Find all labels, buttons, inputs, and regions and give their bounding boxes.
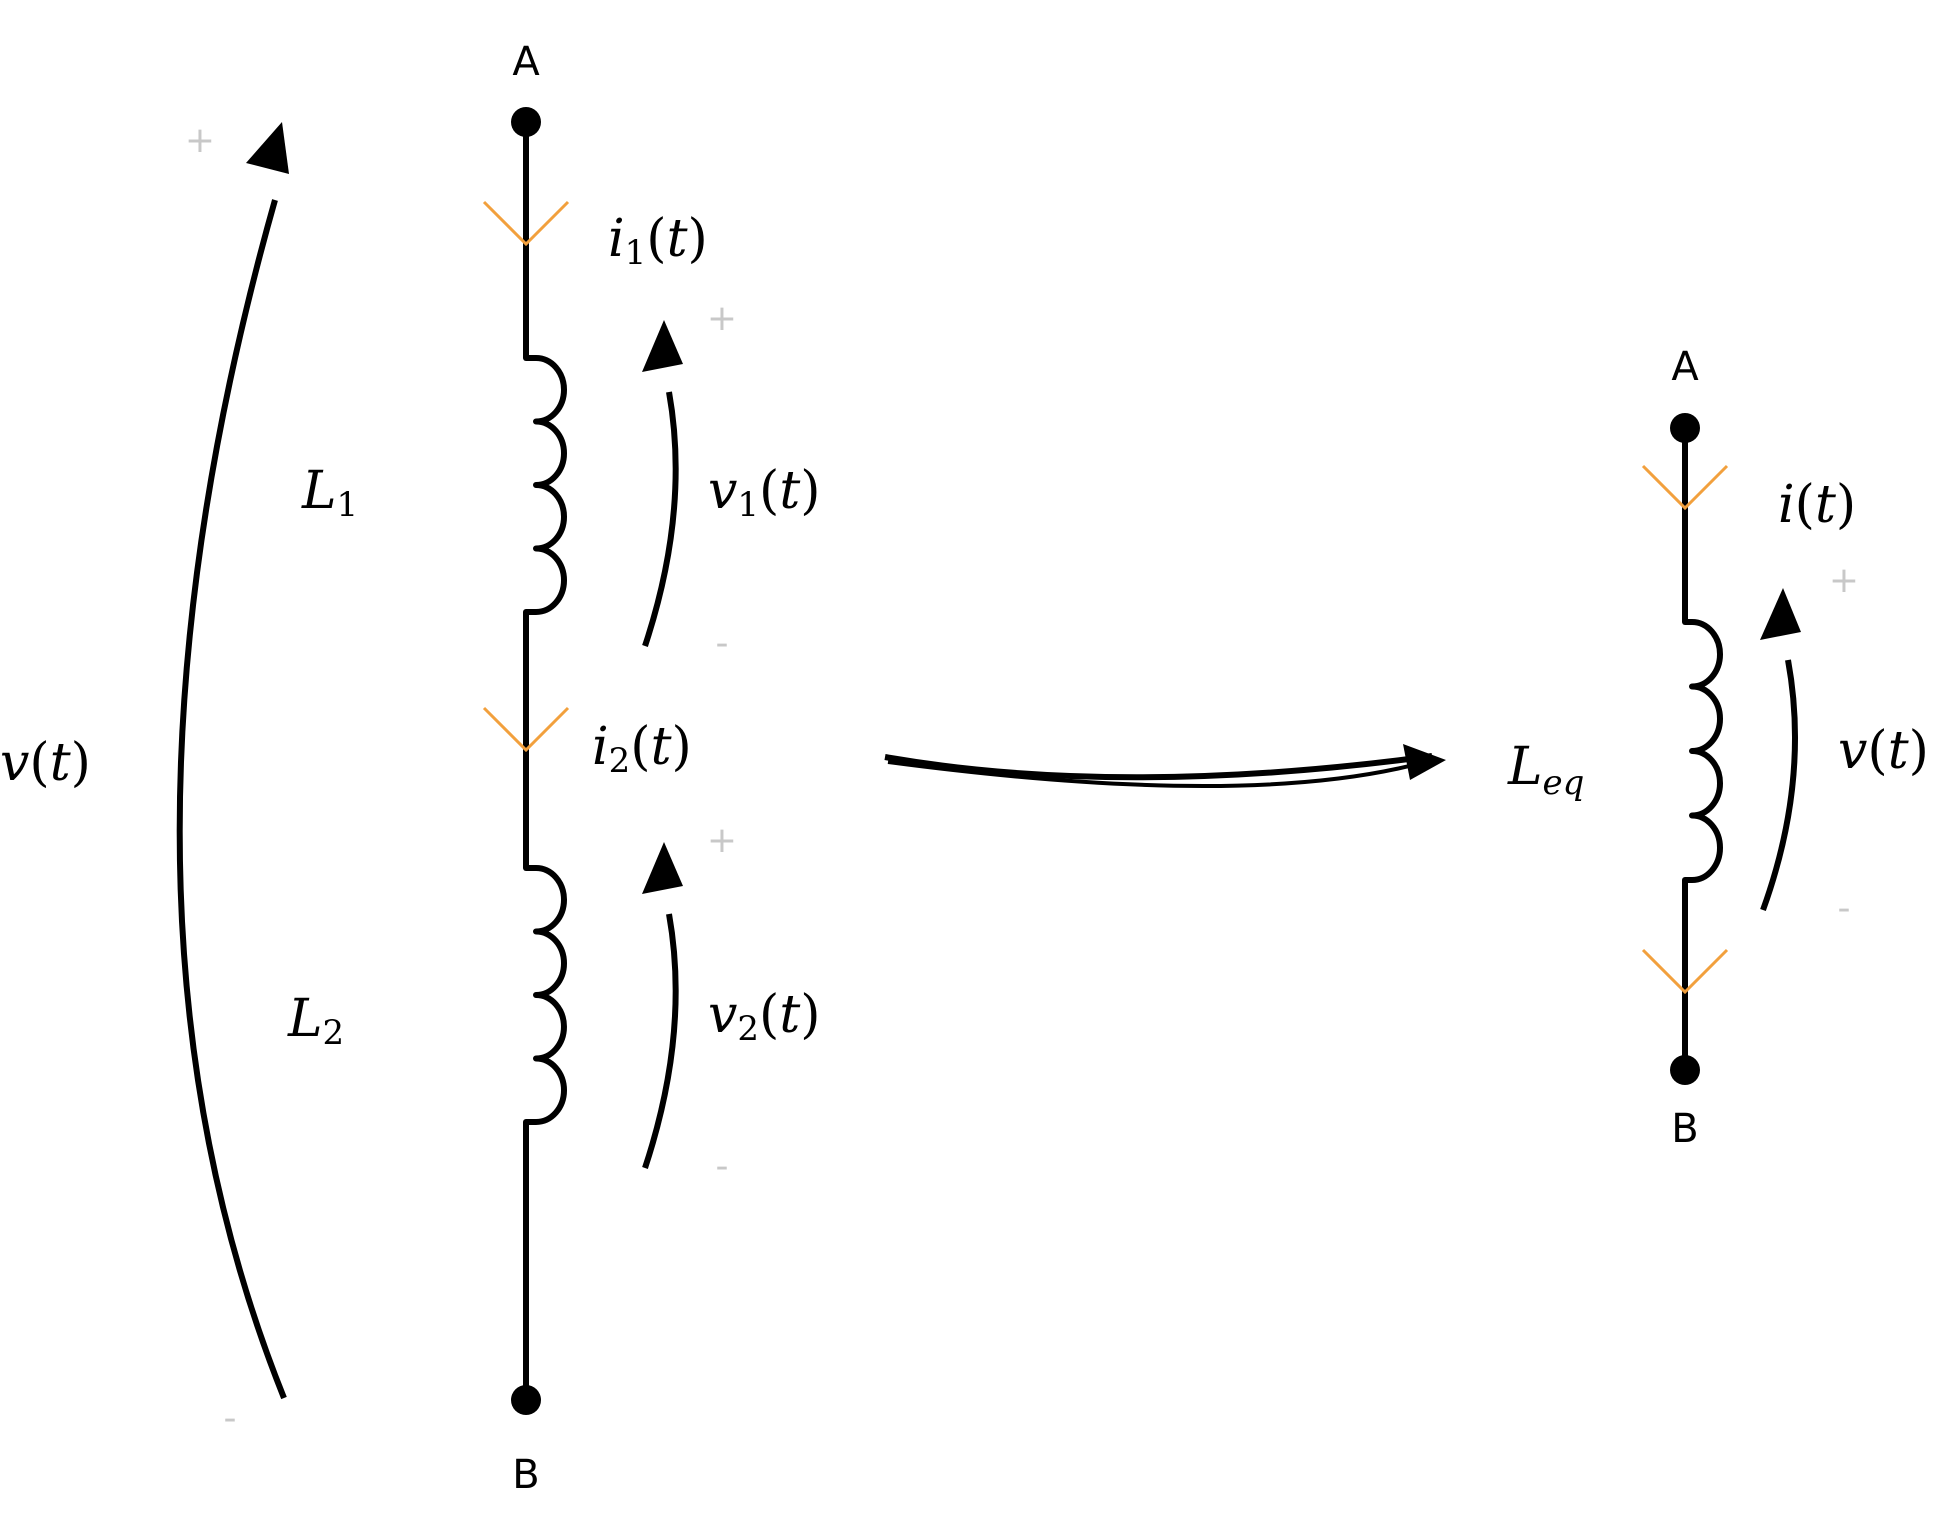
- voltage-total-label: v(t): [0, 733, 91, 793]
- terminal-b-label: B: [512, 1452, 539, 1498]
- current-i1-marker: [482, 200, 570, 247]
- left-series-circuit: A B L1 L2 i1(t) i2(t) v1(t) + - v2(t): [0, 39, 821, 1498]
- eq-voltage-label: v(t): [1838, 721, 1929, 781]
- terminal-a-node: [511, 107, 541, 137]
- current-i1-label: i1(t): [608, 209, 708, 273]
- inductor-l1-label: L1: [301, 461, 358, 525]
- voltage-total-arrowhead: [246, 122, 289, 174]
- inductor-l2-coil: [526, 865, 567, 1125]
- inductor-leq-coil: [1685, 619, 1723, 883]
- inductor-leq-label: Leq: [1507, 737, 1584, 803]
- eq-current-label: i(t): [1778, 475, 1856, 535]
- voltage-v1-arrow: [642, 391, 679, 647]
- current-i2-label: i2(t): [592, 717, 692, 781]
- eq-voltage-arrowhead: [1760, 588, 1801, 640]
- eq-terminal-a-label: A: [1671, 344, 1699, 390]
- eq-voltage-arrow: [1760, 659, 1798, 912]
- voltage-v1-minus: -: [716, 623, 729, 664]
- inductor-l2-label: L2: [287, 989, 344, 1053]
- eq-current-marker-top: [1641, 464, 1729, 511]
- voltage-total-arrow: [176, 199, 287, 1400]
- eq-terminal-b-label: B: [1671, 1106, 1698, 1152]
- eq-terminal-b-node: [1670, 1055, 1700, 1085]
- eq-voltage-plus: +: [1829, 560, 1859, 601]
- voltage-v2-arrow: [642, 913, 679, 1169]
- voltage-v1-label: v1(t): [708, 461, 821, 525]
- voltage-v1-arrowhead: [642, 320, 683, 372]
- terminal-b-node: [511, 1385, 541, 1415]
- eq-terminal-a-node: [1670, 413, 1700, 443]
- terminal-a-label: A: [512, 39, 540, 85]
- equivalence-arrowhead: [1403, 744, 1446, 780]
- voltage-v2-plus: +: [707, 820, 737, 861]
- current-i2-marker: [482, 706, 570, 753]
- eq-current-marker-bottom: [1641, 948, 1729, 995]
- voltage-v2-arrowhead: [642, 842, 683, 894]
- equivalence-arrow: [884, 744, 1446, 788]
- inductor-l1-coil: [526, 355, 567, 615]
- voltage-v2-minus: -: [716, 1146, 729, 1187]
- eq-voltage-minus: -: [1838, 888, 1851, 929]
- right-equivalent-circuit: A B Leq i(t) v(t) + -: [1507, 344, 1929, 1152]
- voltage-v2-label: v2(t): [708, 985, 821, 1049]
- voltage-total-plus: +: [185, 120, 215, 161]
- voltage-v1-plus: +: [707, 298, 737, 339]
- voltage-total-minus: -: [224, 1398, 237, 1439]
